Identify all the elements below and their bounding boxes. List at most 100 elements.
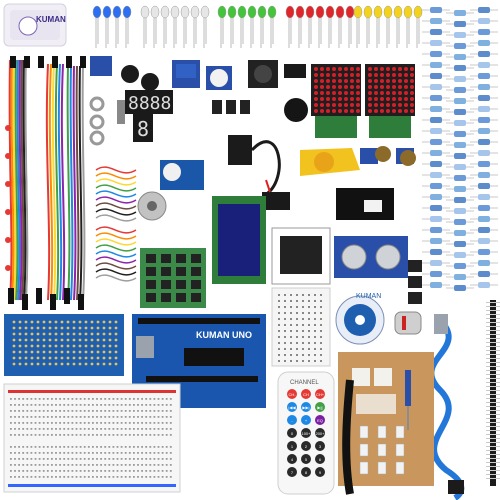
resistor xyxy=(446,120,474,126)
jumper-wire xyxy=(95,178,137,186)
resistor xyxy=(446,285,474,291)
led xyxy=(200,5,210,48)
remote-button: EQ xyxy=(315,415,325,425)
resistor xyxy=(470,84,498,90)
resistor xyxy=(422,84,450,90)
resistor xyxy=(446,186,474,192)
jumper-wire xyxy=(95,226,137,234)
remote-button: 100+ xyxy=(301,428,311,438)
keypad-key xyxy=(146,280,156,289)
led xyxy=(102,5,112,48)
resistor xyxy=(422,95,450,101)
resistor xyxy=(422,172,450,178)
resistor xyxy=(422,216,450,222)
led xyxy=(150,5,160,48)
rotary-encoder xyxy=(284,98,308,122)
keypad-key xyxy=(191,254,201,263)
lcd-1602 xyxy=(212,196,266,284)
led xyxy=(363,5,373,48)
resistor xyxy=(470,249,498,255)
jumper-wire xyxy=(95,220,137,228)
led xyxy=(247,5,257,48)
sensor-module xyxy=(90,56,112,76)
jumper-wire xyxy=(95,244,137,252)
resistor xyxy=(470,271,498,277)
resistor xyxy=(446,54,474,60)
led xyxy=(285,5,295,48)
resistor xyxy=(470,238,498,244)
remote-button: 8 xyxy=(301,467,311,477)
led xyxy=(180,5,190,48)
resistor xyxy=(422,29,450,35)
jumper-wire xyxy=(95,214,137,222)
keypad-key xyxy=(191,280,201,289)
resistor xyxy=(422,271,450,277)
screwdriver xyxy=(405,370,411,430)
remote-button: 5 xyxy=(301,454,311,464)
resistor xyxy=(446,76,474,82)
jumper-wire xyxy=(45,63,51,301)
remote-button: |◀◀ xyxy=(287,402,297,412)
remote-button-label: ▶|| xyxy=(317,405,322,410)
led xyxy=(315,5,325,48)
resistor xyxy=(422,73,450,79)
remote-button: 4 xyxy=(287,454,297,464)
keypad-key xyxy=(176,267,186,276)
remote-button: 3 xyxy=(315,441,325,451)
resistor xyxy=(422,238,450,244)
resistor xyxy=(470,150,498,156)
remote-button-label: 200+ xyxy=(315,431,325,436)
resistor xyxy=(422,51,450,57)
jumper-wire xyxy=(95,208,137,216)
resistor xyxy=(470,216,498,222)
remote-button: 7 xyxy=(287,467,297,477)
led xyxy=(112,5,122,48)
resistor xyxy=(446,208,474,214)
keypad-key xyxy=(146,254,156,263)
dc-jack xyxy=(284,64,306,78)
nylon-spacer xyxy=(377,425,387,439)
jumper-wire xyxy=(57,63,63,301)
resistor xyxy=(446,43,474,49)
nylon-spacer xyxy=(359,443,369,457)
remote-button-label: 1 xyxy=(291,444,294,449)
resistor xyxy=(422,40,450,46)
led xyxy=(257,5,267,48)
ir-receiver-module xyxy=(448,480,464,494)
jumper-wire xyxy=(75,65,80,301)
resistor xyxy=(470,161,498,167)
resistor xyxy=(470,194,498,200)
resistor xyxy=(446,131,474,137)
jumper-wire xyxy=(95,268,137,276)
resistor xyxy=(422,161,450,167)
resistor xyxy=(446,10,474,16)
led xyxy=(267,5,277,48)
resistor xyxy=(422,260,450,266)
led xyxy=(305,5,315,48)
jumper-wire xyxy=(66,65,71,301)
remote-button: 200+ xyxy=(315,428,325,438)
remote-button: CH xyxy=(301,389,311,399)
potentiometer-set xyxy=(300,146,416,176)
resistor xyxy=(470,29,498,35)
seven-segment-1digit: 8 xyxy=(133,114,153,142)
cd-label: KUMAN xyxy=(356,293,381,300)
led-row xyxy=(92,5,423,48)
battery-clip xyxy=(262,179,290,210)
nylon-spacer xyxy=(395,425,405,439)
nylon-spacer xyxy=(359,425,369,439)
remote-button: ▶|| xyxy=(315,402,325,412)
keypad-key xyxy=(191,293,201,302)
remote-button-label: ▶▶| xyxy=(302,405,309,410)
remote-title: CHANNEL xyxy=(290,380,319,386)
resistor xyxy=(446,252,474,258)
membrane-keypad xyxy=(140,248,206,308)
remote-button: + xyxy=(301,415,311,425)
nylon-spacer xyxy=(395,443,405,457)
jumper-wire xyxy=(95,190,137,198)
led-matrix-right xyxy=(365,64,415,138)
remote-button: 2 xyxy=(301,441,311,451)
brand-box-text: KUMAN xyxy=(36,15,66,24)
power-supply-module xyxy=(336,188,394,220)
